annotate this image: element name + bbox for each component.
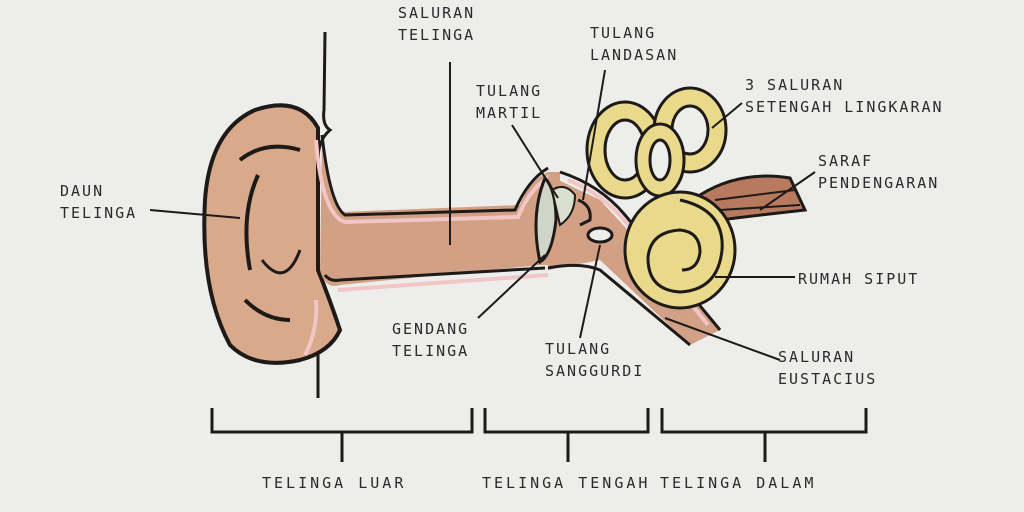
label-line: PENDENGARAN bbox=[818, 174, 940, 192]
label-line: SANGGURDI bbox=[545, 362, 645, 380]
label-line: TELINGA bbox=[398, 26, 476, 44]
label-line: SETENGAH LINGKARAN bbox=[745, 98, 944, 116]
cochlea bbox=[623, 190, 737, 310]
lobe-lining bbox=[303, 299, 319, 356]
label-saluran-eustacius: SALURAN EUSTACIUS bbox=[778, 346, 877, 390]
section-brackets bbox=[210, 408, 868, 462]
ear-canal-bottom-line bbox=[323, 266, 546, 282]
label-3-saluran-setengah-lingkaran: 3 SALURAN SETENGAH LINGKARAN bbox=[745, 74, 944, 118]
label-line: EUSTACIUS bbox=[778, 370, 878, 388]
label-tulang-martil: TULANG MARTIL bbox=[476, 80, 542, 124]
eustachian-tube-lower bbox=[547, 263, 691, 347]
pointer-saraf-pendengaran bbox=[759, 171, 816, 211]
auricle-fold-1 bbox=[238, 144, 301, 162]
auricle-fold-2 bbox=[244, 174, 260, 271]
head-boundary-line bbox=[316, 31, 333, 398]
auricle-fold-4 bbox=[260, 249, 302, 275]
auditory-nerve-lines bbox=[714, 189, 801, 211]
ear-canal-lining-bottom bbox=[337, 273, 549, 292]
ear-canal-top-line bbox=[320, 134, 549, 217]
stapes-bone bbox=[586, 226, 614, 244]
semicircular-canals bbox=[585, 86, 728, 200]
label-line: TELINGA bbox=[60, 204, 138, 222]
label-line: RUMAH SIPUT bbox=[798, 270, 920, 288]
label-tulang-landasan: TULANG LANDASAN bbox=[590, 22, 678, 66]
label-line: SALURAN bbox=[778, 348, 856, 366]
label-line: GENDANG bbox=[392, 320, 470, 338]
section-telinga-tengah: TELINGA TENGAH bbox=[482, 474, 651, 492]
label-line: TULANG bbox=[476, 82, 543, 100]
label-line: SALURAN bbox=[398, 4, 476, 22]
pointer-gendang-telinga bbox=[477, 254, 546, 319]
label-rumah-siput: RUMAH SIPUT bbox=[798, 268, 919, 290]
pointer-lines bbox=[149, 62, 816, 361]
pointer-3-saluran bbox=[711, 102, 743, 129]
pointer-tulang-martil bbox=[511, 124, 559, 199]
pointer-tulang-landasan bbox=[582, 69, 606, 201]
auricle-shape bbox=[202, 103, 343, 365]
pointer-daun-telinga bbox=[149, 209, 241, 219]
label-saraf-pendengaran: SARAF PENDENGARAN bbox=[818, 150, 939, 194]
label-gendang-telinga: GENDANG TELINGA bbox=[392, 318, 469, 362]
label-line: MARTIL bbox=[476, 104, 543, 122]
label-saluran-telinga: SALURAN TELINGA bbox=[398, 2, 475, 46]
label-tulang-sanggurdi: TULANG SANGGURDI bbox=[545, 338, 644, 382]
label-line: TULANG bbox=[590, 24, 657, 42]
eustachian-tube-lining bbox=[567, 178, 710, 327]
label-line: SARAF bbox=[818, 152, 874, 170]
label-line: LANDASAN bbox=[590, 46, 679, 64]
bracket-telinga-tengah bbox=[483, 408, 650, 462]
section-telinga-dalam: TELINGA DALAM bbox=[660, 474, 817, 492]
label-daun-telinga: DAUN TELINGA bbox=[60, 180, 137, 224]
section-telinga-luar: TELINGA LUAR bbox=[262, 474, 407, 492]
pointer-tulang-sanggurdi bbox=[579, 244, 601, 339]
label-line: TELINGA bbox=[392, 342, 470, 360]
label-line: TULANG bbox=[545, 340, 612, 358]
label-line: 3 SALURAN bbox=[745, 76, 845, 94]
eustachian-tube-upper bbox=[559, 170, 722, 331]
auricle-fold-3 bbox=[243, 298, 291, 322]
incus-bone bbox=[577, 198, 592, 227]
bracket-telinga-dalam bbox=[660, 408, 868, 462]
ear-canal-lining-top bbox=[314, 139, 552, 225]
bracket-telinga-luar bbox=[210, 408, 474, 462]
label-line: DAUN bbox=[60, 182, 105, 200]
pointer-saluran-eustacius bbox=[664, 317, 781, 361]
